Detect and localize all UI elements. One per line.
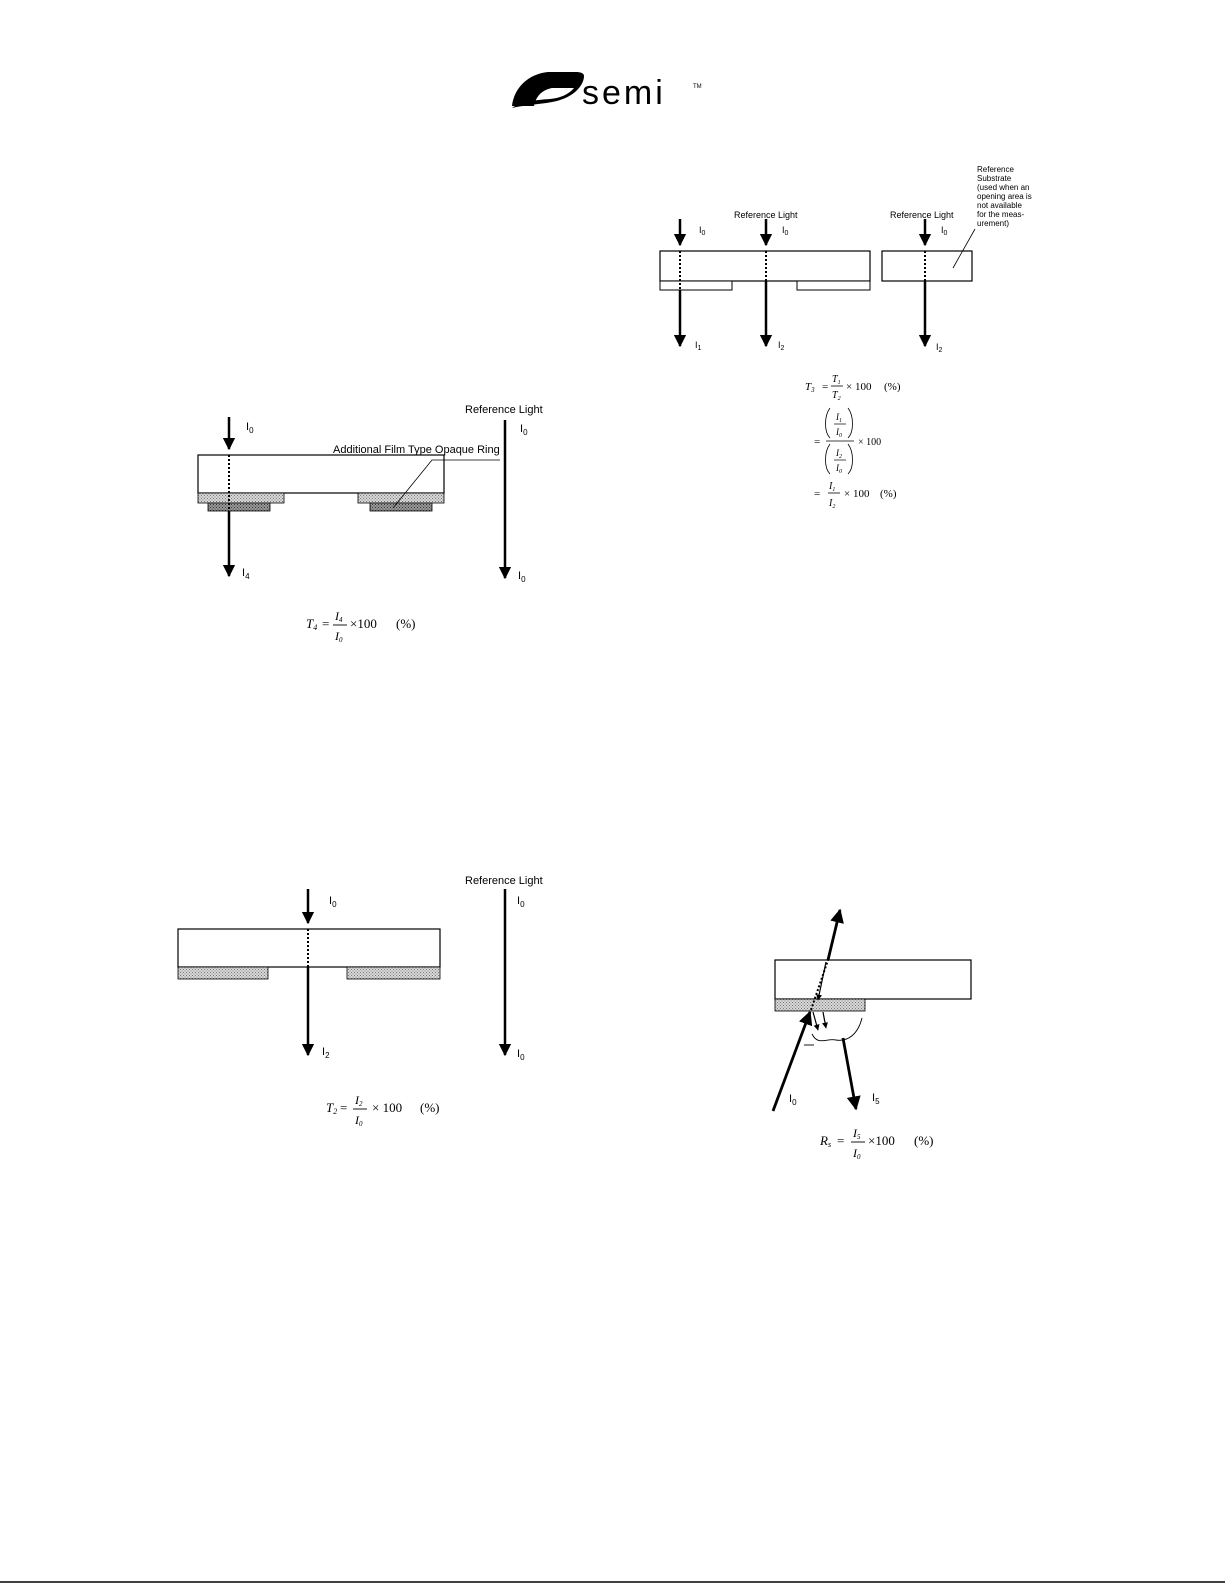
eq-frac-b-den: I0 — [835, 463, 842, 475]
eq-lhs: T3 — [805, 381, 815, 394]
i0-label: I0 — [789, 1093, 797, 1107]
i0-label: I0 — [246, 421, 254, 435]
reference-light-label-1: Reference Light — [734, 210, 798, 220]
eq-den: I0 — [852, 1146, 861, 1161]
opaque-film-right — [346, 966, 441, 980]
i0-label: I0 — [329, 895, 337, 909]
note-line: urement) — [977, 219, 1009, 228]
incident-beam — [771, 1010, 813, 1112]
additional-ring-right — [369, 502, 433, 512]
figure-bottom-left: Reference Light I0 I0 I2 I0 T2 = I2 I0 ×… — [177, 875, 543, 1128]
note-line: not available — [977, 201, 1022, 210]
eq-times: ×100 — [350, 616, 377, 631]
eq-equals: = — [340, 1100, 347, 1115]
eq-frac-a-num: I1 — [835, 412, 842, 424]
note-line: opening area is — [977, 192, 1032, 201]
equation-t2: T2 = I2 I0 × 100 (%) — [326, 1093, 440, 1128]
figure-top-right: Reference Light Reference Light I0 I0 I0… — [659, 165, 1032, 510]
note-leader-line — [952, 228, 976, 269]
eq-frac-b-num: I2 — [835, 448, 842, 460]
eq-den: I2 — [828, 498, 835, 510]
eq-times: ×100 — [868, 1133, 895, 1148]
eq-num: I2 — [354, 1093, 363, 1108]
substrate — [774, 959, 972, 1000]
opaque-film-left — [197, 492, 285, 504]
eq-times: × 100 — [372, 1100, 402, 1115]
eq-lhs: Rs — [819, 1133, 831, 1149]
equation-rs: Rs = I5 I0 ×100 (%) — [819, 1126, 934, 1161]
i0-ref-top-label: I0 — [520, 423, 528, 437]
reference-substrate-note: Reference Substrate (used when an openin… — [977, 165, 1032, 228]
eq-times: × 100 — [858, 437, 881, 448]
reflected-beam — [841, 1037, 861, 1111]
eq-lhs: T4 — [306, 616, 317, 632]
opaque-film-left — [659, 280, 733, 291]
additional-ring-left — [207, 502, 271, 512]
i2-label-2: I2 — [936, 342, 943, 354]
figure-bottom-right: I0 I5 Rs = I5 I0 ×100 (%) — [771, 908, 972, 1161]
eq-num: I1 — [828, 481, 835, 493]
opaque-film-left — [177, 966, 269, 980]
ring-label: Additional Film Type Opaque Ring — [333, 444, 500, 456]
eq-times: × 100 — [846, 381, 872, 393]
reference-light-label: Reference Light — [465, 404, 543, 416]
equation-t3: T3 = T1 T2 × 100 (%) = I1 I0 I2 I0 × 100… — [805, 374, 901, 510]
reference-light-label: Reference Light — [465, 875, 543, 887]
eq-lhs: T2 — [326, 1100, 337, 1116]
i5-label: I5 — [872, 1092, 880, 1106]
figure-mid-left: Reference Light Additional Film Type Opa… — [197, 404, 543, 644]
i0-label-2: I0 — [782, 225, 789, 237]
internal-reflection-2 — [812, 1011, 820, 1031]
i1-label: I1 — [695, 340, 702, 352]
eq-equals: = — [822, 381, 828, 393]
i0-label-3: I0 — [941, 225, 948, 237]
eq-equals: = — [814, 488, 820, 500]
brace — [811, 1017, 863, 1042]
i2-label: I2 — [322, 1046, 330, 1060]
i2-label-1: I2 — [778, 340, 785, 352]
semi-logo-text: semi — [582, 74, 666, 112]
equation-t4: T4 = I4 I0 ×100 (%) — [306, 609, 416, 644]
eq-den: I0 — [334, 629, 343, 644]
internal-reflection-1 — [816, 961, 827, 1001]
reference-light-label-2: Reference Light — [890, 210, 954, 220]
eq-num: I4 — [334, 609, 343, 624]
eq-num: I5 — [852, 1126, 861, 1141]
eq-equals: = — [837, 1133, 844, 1148]
semi-logo: semi TM — [512, 72, 702, 112]
substrate — [197, 454, 445, 494]
i4-label: I4 — [242, 567, 250, 581]
substrate — [177, 928, 441, 968]
eq-frac-a-den: I0 — [835, 427, 842, 439]
opaque-film-right — [796, 280, 871, 291]
internal-reflection-3 — [822, 1011, 828, 1029]
eq-pct: (%) — [914, 1133, 934, 1148]
note-line: (used when an — [977, 183, 1029, 192]
eq-equals: = — [322, 616, 329, 631]
eq-equals: = — [814, 436, 820, 448]
i0-ref-bottom-label: I0 — [517, 1048, 525, 1062]
note-line: Reference — [977, 165, 1014, 174]
eq-num: T1 — [832, 374, 841, 386]
semi-logo-tm: TM — [693, 84, 702, 90]
opaque-film — [774, 998, 866, 1012]
i0-ref-top-label: I0 — [517, 895, 525, 909]
eq-den: I0 — [354, 1113, 363, 1128]
eq-pct: (%) — [884, 381, 901, 393]
eq-pct: (%) — [880, 488, 897, 500]
semi-logo-swoosh-icon — [512, 72, 584, 108]
eq-pct: (%) — [420, 1100, 440, 1115]
reference-substrate — [881, 250, 973, 282]
exit-beam — [826, 908, 844, 961]
i0-ref-bottom-label: I0 — [518, 570, 526, 584]
eq-times: × 100 — [844, 488, 870, 500]
eq-den: T2 — [832, 390, 841, 402]
ring-leader-line — [392, 459, 500, 509]
note-line: for the meas- — [977, 210, 1024, 219]
note-line: Substrate — [977, 174, 1012, 183]
eq-pct: (%) — [396, 616, 416, 631]
i0-label-1: I0 — [699, 225, 706, 237]
